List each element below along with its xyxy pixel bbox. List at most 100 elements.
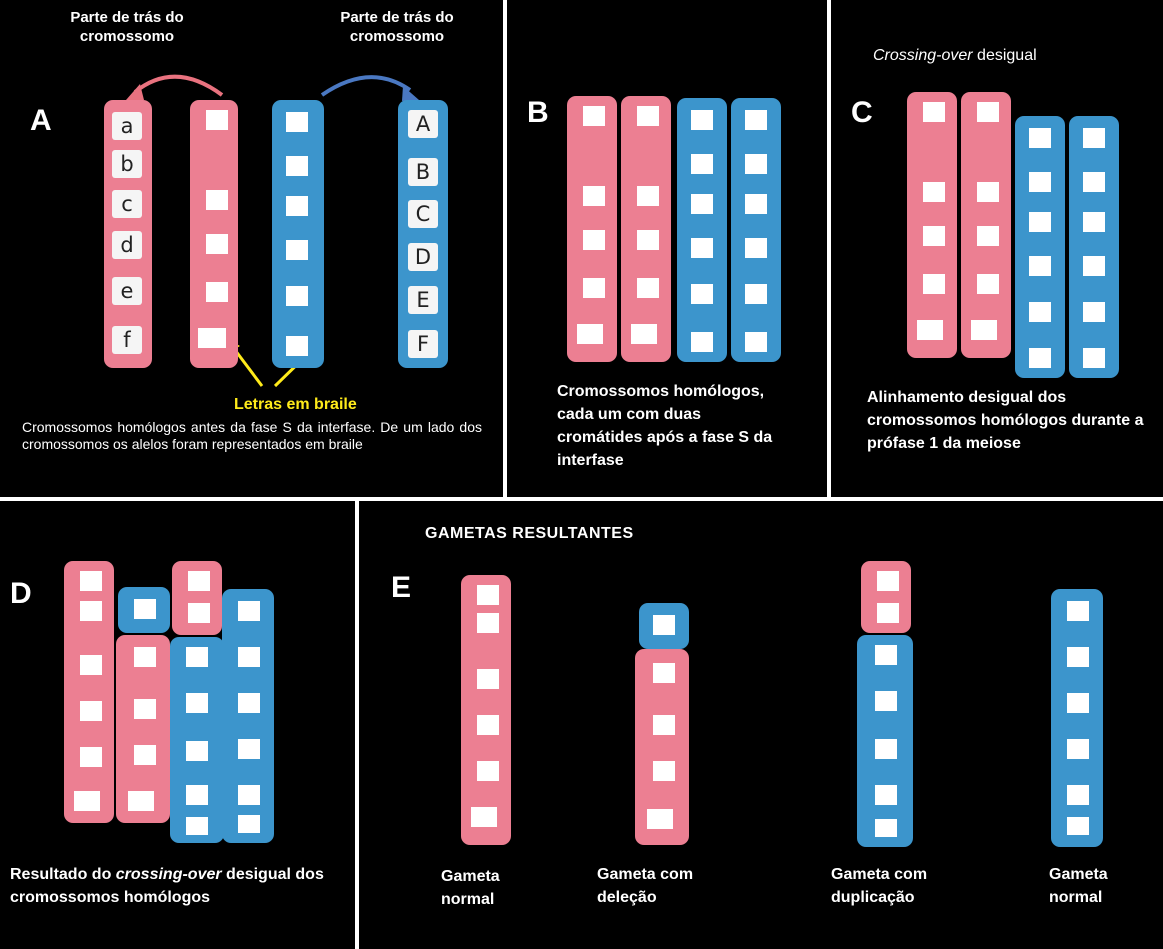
braille-tag bbox=[631, 324, 657, 344]
braille-tag bbox=[1029, 128, 1051, 148]
pink-recombinant-chromatid bbox=[64, 561, 114, 823]
blue-recombinant-chromatid bbox=[170, 637, 224, 843]
braille-tag bbox=[637, 278, 659, 298]
braille-tag bbox=[206, 234, 228, 254]
panel-c: Crossing-over desigual C Alinhamento des… bbox=[831, 0, 1163, 497]
braille-tag bbox=[875, 645, 897, 665]
braille-tag bbox=[1029, 172, 1051, 192]
braille-tag bbox=[745, 238, 767, 258]
braille-tag bbox=[583, 106, 605, 126]
pink-chromosome-braille bbox=[190, 100, 238, 368]
panel-a-caption: Cromossomos homólogos antes da fase S da… bbox=[22, 419, 482, 452]
braille-tag bbox=[583, 230, 605, 250]
braille-tag bbox=[971, 320, 997, 340]
panel-d-caption-post: desigual dos cromossomos homólogos bbox=[10, 866, 324, 906]
panel-c-title: Crossing-over desigual bbox=[873, 47, 1037, 65]
braille-tag bbox=[653, 615, 675, 635]
panel-c-title-rest: desigual bbox=[972, 47, 1037, 64]
braille-tag bbox=[186, 741, 208, 761]
gamete-label-normal-1: Gameta normal bbox=[441, 868, 500, 908]
panel-c-letter: C bbox=[851, 96, 873, 129]
braille-tag bbox=[80, 701, 102, 721]
braille-tag bbox=[206, 190, 228, 210]
pink-chromatid bbox=[567, 96, 617, 362]
allele-label-c: c bbox=[112, 190, 142, 218]
braille-tag bbox=[745, 194, 767, 214]
braille-tag bbox=[238, 647, 260, 667]
braille-tag bbox=[134, 745, 156, 765]
braille-tag bbox=[80, 747, 102, 767]
panel-e-title: GAMETAS RESULTANTES bbox=[425, 525, 634, 542]
blue-chromosome-braille bbox=[272, 100, 324, 368]
braille-tag bbox=[186, 817, 208, 835]
gamete-duplication-pink-segment bbox=[861, 561, 911, 633]
gamete-deletion-pink bbox=[635, 649, 689, 845]
braille-tag bbox=[691, 238, 713, 258]
braille-tag bbox=[583, 186, 605, 206]
panel-b-caption: Cromossomos homólogos, cada um com duas … bbox=[557, 383, 773, 469]
panel-b: B Cromossomos homólogos, cada um com dua… bbox=[507, 0, 827, 497]
blue-chromatid bbox=[1069, 116, 1119, 378]
braille-tag bbox=[637, 230, 659, 250]
braille-tag bbox=[186, 647, 208, 667]
allele-label-e: e bbox=[112, 277, 142, 305]
back-label-right: Parte de trás do cromossomo bbox=[340, 9, 454, 45]
braille-tag bbox=[1029, 302, 1051, 322]
braille-tag bbox=[647, 809, 673, 829]
panel-d-caption-pre: Resultado do bbox=[10, 866, 116, 883]
braille-tag bbox=[1067, 817, 1089, 835]
braille-tag bbox=[188, 571, 210, 591]
braille-tag bbox=[477, 613, 499, 633]
braille-tag bbox=[653, 715, 675, 735]
braille-tag bbox=[691, 332, 713, 352]
braille-tag bbox=[186, 693, 208, 713]
allele-label-F: F bbox=[408, 330, 438, 358]
braille-tag bbox=[1029, 348, 1051, 368]
allele-label-E: E bbox=[408, 286, 438, 314]
braille-tag bbox=[745, 332, 767, 352]
pink-chromatid bbox=[961, 92, 1011, 358]
braille-tag bbox=[691, 110, 713, 130]
blue-chromatid bbox=[677, 98, 727, 362]
braille-tag bbox=[875, 691, 897, 711]
braille-tag bbox=[286, 286, 308, 306]
braille-tag bbox=[286, 336, 308, 356]
blue-chromatid bbox=[1015, 116, 1065, 378]
braille-tag bbox=[875, 739, 897, 759]
braille-tag bbox=[637, 186, 659, 206]
braille-tag bbox=[80, 655, 102, 675]
braille-tag bbox=[286, 112, 308, 132]
braille-tag bbox=[186, 785, 208, 805]
panel-b-letter: B bbox=[527, 96, 549, 129]
braille-tag bbox=[691, 154, 713, 174]
braille-tag bbox=[286, 240, 308, 260]
allele-label-d: d bbox=[112, 231, 142, 259]
allele-label-B: B bbox=[408, 158, 438, 186]
pink-segment-on-blue bbox=[172, 561, 222, 635]
braille-letters-label: Letras em braile bbox=[234, 396, 357, 413]
braille-tag bbox=[877, 603, 899, 623]
braille-tag bbox=[477, 761, 499, 781]
braille-tag bbox=[1067, 785, 1089, 805]
gamete-label-deletion: Gameta com deleção bbox=[597, 866, 694, 906]
braille-tag bbox=[1083, 256, 1105, 276]
allele-label-C: C bbox=[408, 200, 438, 228]
braille-tag bbox=[1067, 647, 1089, 667]
gamete-label-normal-2: Gameta normal bbox=[1049, 866, 1108, 906]
braille-tag bbox=[134, 647, 156, 667]
braille-tag bbox=[238, 739, 260, 759]
allele-label-b: b bbox=[112, 150, 142, 178]
allele-label-A: A bbox=[408, 110, 438, 138]
braille-tag bbox=[1083, 172, 1105, 192]
panel-c-title-italic: Crossing-over bbox=[873, 47, 973, 64]
braille-tag bbox=[691, 194, 713, 214]
pink-arrowhead bbox=[126, 84, 144, 100]
braille-tag bbox=[977, 226, 999, 246]
braille-tag bbox=[1067, 601, 1089, 621]
pink-chromatid bbox=[621, 96, 671, 362]
back-label-left: Parte de trás do cromossomo bbox=[70, 9, 184, 45]
braille-tag bbox=[923, 226, 945, 246]
braille-tag bbox=[1083, 348, 1105, 368]
braille-tag bbox=[923, 274, 945, 294]
braille-tag bbox=[745, 284, 767, 304]
